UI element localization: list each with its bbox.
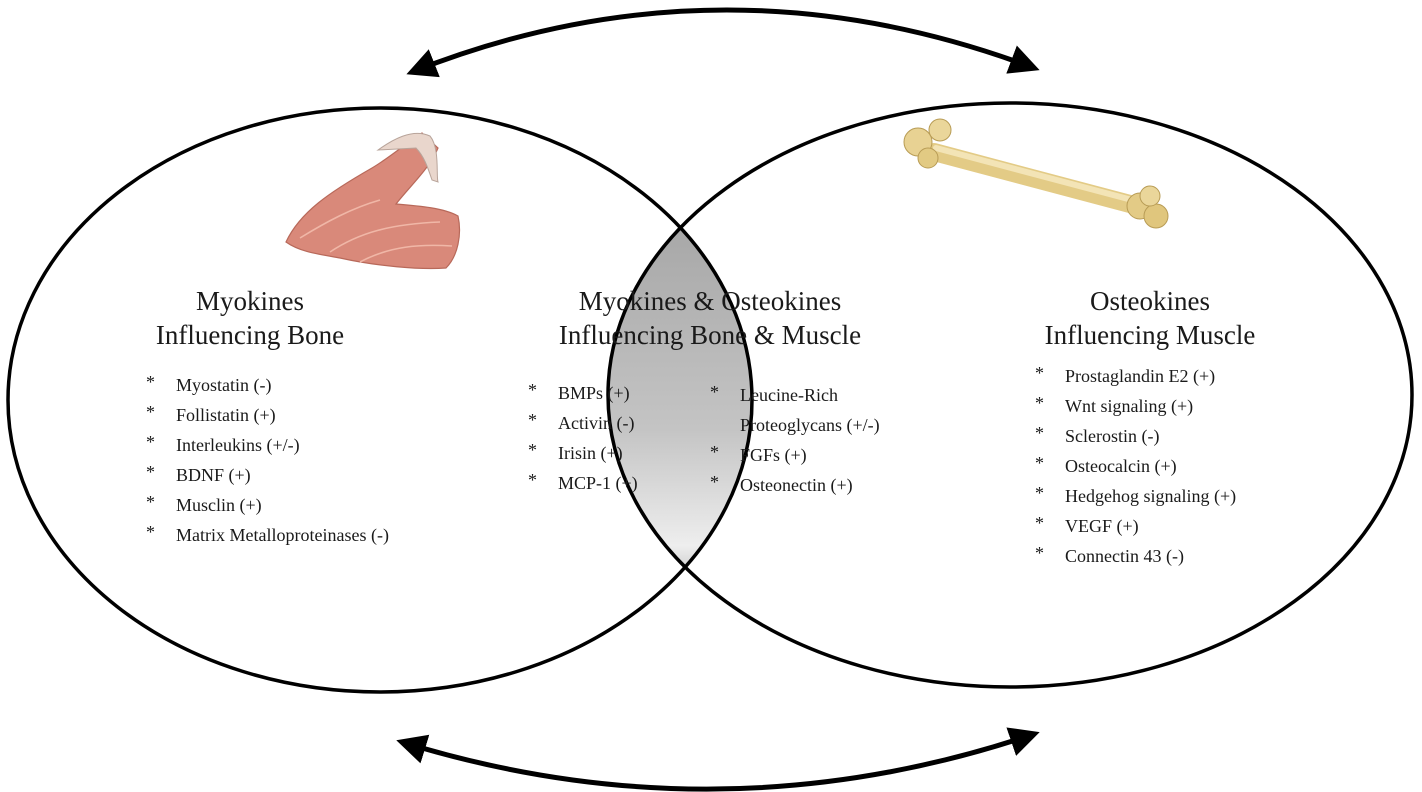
top-bidirectional-arrow — [406, 7, 1040, 78]
flexed-arm-muscle-icon — [285, 132, 461, 270]
bullet-icon: * — [146, 492, 155, 512]
list-item-label: Musclin (+) — [176, 495, 262, 515]
right-title-line1: Osteokines — [1090, 286, 1210, 316]
bullet-icon: * — [146, 522, 155, 542]
bullet-icon: * — [1035, 453, 1044, 473]
bullet-icon: * — [146, 402, 155, 422]
list-item-label: Follistatin (+) — [176, 405, 276, 425]
center-title-line2: Influencing Bone & Muscle — [558, 320, 862, 350]
bullet-icon: * — [1035, 363, 1044, 383]
list-item-label: BMPs (+) — [558, 383, 630, 403]
bullet-icon: * — [710, 382, 719, 402]
center-title-line1: Myokines & Osteokines — [578, 286, 842, 316]
bullet-icon: * — [1035, 513, 1044, 533]
left-title-line1: Myokines — [196, 286, 304, 316]
bullet-icon: * — [146, 432, 155, 452]
bullet-icon: * — [528, 380, 537, 400]
list-item-label: Prostaglandin E2 (+) — [1065, 366, 1216, 386]
list-item-label: Myostatin (-) — [176, 375, 272, 395]
left-title: Myokines Influencing Bone — [140, 284, 360, 352]
bottom-bidirectional-arrow — [396, 727, 1040, 792]
center-title: Myokines & Osteokines Influencing Bone &… — [520, 284, 900, 352]
right-title: Osteokines Influencing Muscle — [1030, 284, 1270, 352]
list-item-label: Leucine-Rich — [740, 385, 838, 405]
list-item-label: FGFs (+) — [740, 445, 807, 465]
list-item-label: Sclerostin (-) — [1065, 426, 1160, 446]
bullet-icon: * — [1035, 483, 1044, 503]
list-item-label: Irisin (+) — [558, 443, 623, 463]
list-item-label: Connectin 43 (-) — [1065, 546, 1184, 566]
bullet-icon: * — [146, 462, 155, 482]
long-bone-icon — [903, 118, 1169, 229]
bullet-icon: * — [146, 372, 155, 392]
bullet-icon: * — [1035, 543, 1044, 563]
list-item-label: Interleukins (+/-) — [176, 435, 300, 455]
list-item-label: VEGF (+) — [1065, 516, 1139, 536]
left-title-line2: Influencing Bone — [155, 320, 345, 350]
bullet-icon: * — [528, 440, 537, 460]
left-ellipse-myokines — [6, 106, 754, 694]
right-ellipse-osteokines — [606, 101, 1414, 689]
list-item-label: Wnt signaling (+) — [1065, 396, 1194, 416]
bullet-icon: * — [1035, 393, 1044, 413]
right-title-line2: Influencing Muscle — [1044, 320, 1256, 350]
bullet-icon: * — [710, 472, 719, 492]
bullet-icon: * — [528, 470, 537, 490]
list-item-label: Proteoglycans (+/-) — [740, 415, 880, 435]
list-item-label: BDNF (+) — [176, 465, 251, 485]
bullet-icon: * — [1035, 423, 1044, 443]
list-item-label: MCP-1 (+) — [558, 473, 638, 493]
list-item-label: Activin (-) — [558, 413, 635, 433]
list-item-label: Osteocalcin (+) — [1065, 456, 1177, 476]
bullet-icon: * — [710, 442, 719, 462]
list-item-label: Matrix Metalloproteinases (-) — [176, 525, 389, 545]
bullet-icon: * — [528, 410, 537, 430]
list-item-label: Hedgehog signaling (+) — [1065, 486, 1237, 506]
list-item-label: Osteonectin (+) — [740, 475, 853, 495]
